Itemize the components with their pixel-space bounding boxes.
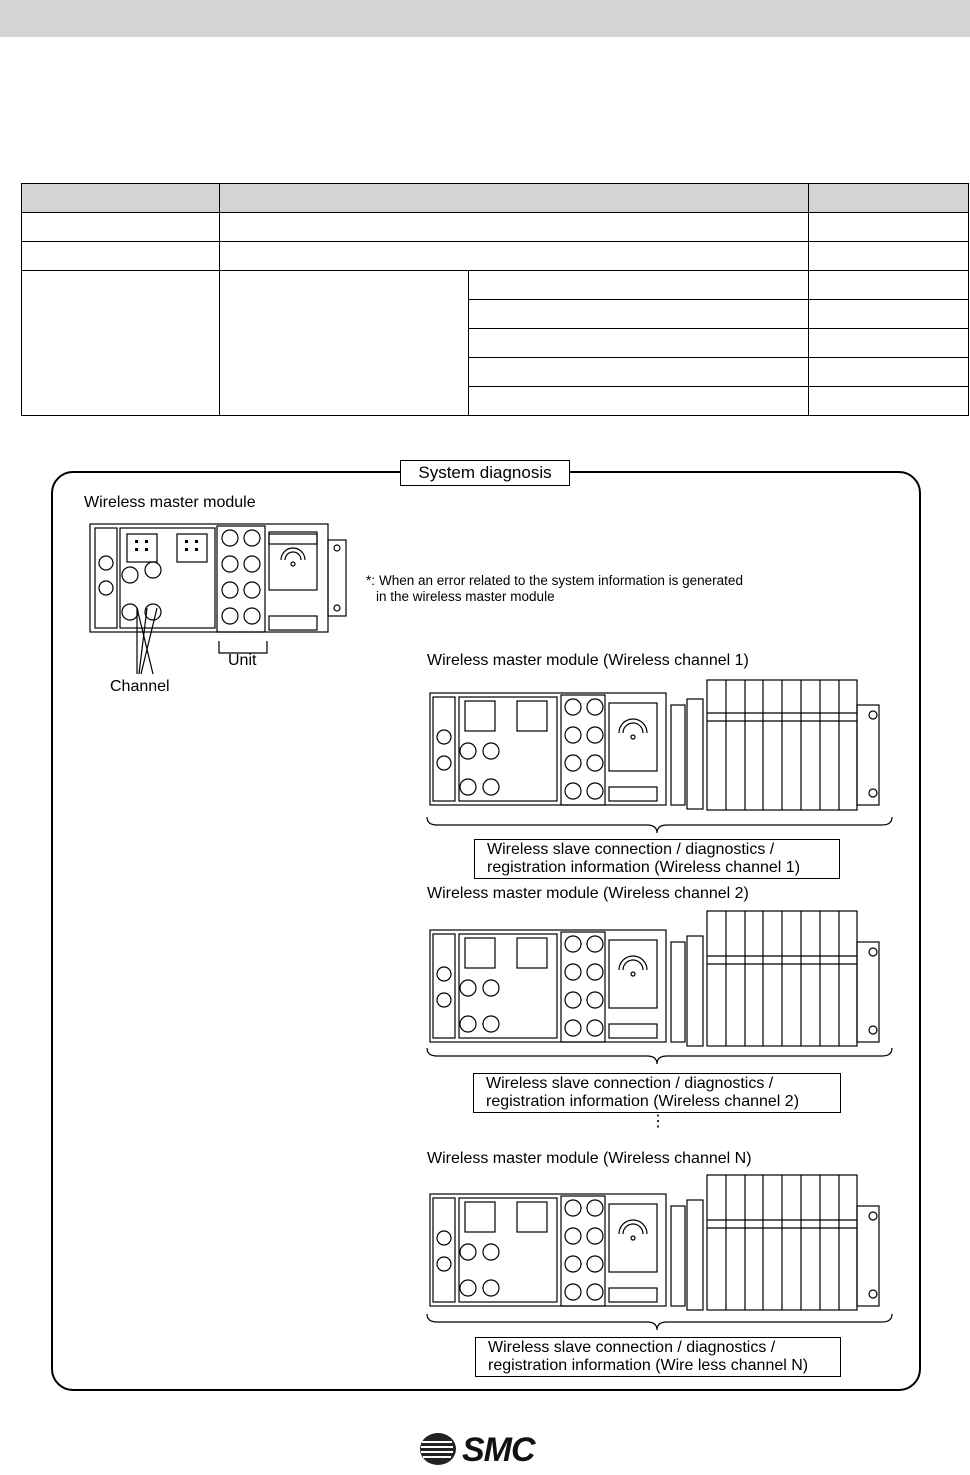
- channel-2-info-line-1: Wireless slave connection / diagnostics …: [486, 1075, 774, 1092]
- channel-2-info-line-2: registration information (Wireless chann…: [486, 1093, 800, 1110]
- unit-label: Unit: [228, 652, 257, 669]
- channel-1-info-line-2: registration information (Wireless chann…: [487, 859, 801, 876]
- note-star: *:: [366, 573, 376, 588]
- table-header-cell: [219, 183, 809, 213]
- table-header-cell: [21, 183, 220, 213]
- table-cell: [21, 270, 220, 416]
- table-row: [22, 386, 969, 416]
- channel-2-info-box: Wireless slave connection / diagnostics …: [473, 1073, 841, 1113]
- table-cell: [468, 270, 809, 300]
- channel-2-brace: [426, 1047, 893, 1065]
- channel-n-info-box: Wireless slave connection / diagnostics …: [475, 1337, 841, 1377]
- table-cell: [808, 241, 969, 271]
- channel-1-info-box: Wireless slave connection / diagnostics …: [474, 839, 840, 879]
- table-cell: [808, 357, 969, 387]
- channel-1-info-line-1: Wireless slave connection / diagnostics …: [487, 841, 775, 858]
- note-line-1: When an error related to the system info…: [379, 573, 743, 588]
- table-cell: [468, 357, 809, 387]
- channel-1-brace: [426, 816, 893, 834]
- table-cell: [808, 386, 969, 416]
- table-header-row: [21, 183, 969, 213]
- channel-n-title: Wireless master module (Wireless channel…: [427, 1150, 752, 1167]
- table-header-cell: [808, 183, 969, 213]
- table-cell: [808, 270, 969, 300]
- table-cell: [468, 386, 809, 416]
- table-cell: [468, 328, 809, 358]
- table-cell: [808, 328, 969, 358]
- table-cell: [21, 241, 220, 271]
- smc-logo-text: SMC: [462, 1431, 536, 1469]
- table-cell: [468, 299, 809, 329]
- valve-manifold-icon: [429, 910, 880, 1047]
- note-line-2: in the wireless master module: [376, 589, 555, 604]
- channel-n-info-line-2: registration information (Wire less chan…: [488, 1357, 809, 1374]
- channel-2-title: Wireless master module (Wireless channel…: [427, 885, 749, 902]
- channel-label: Channel: [110, 678, 170, 695]
- note-text: *:When an error related to the system in…: [366, 573, 743, 605]
- ellipsis-vertical: ⋮: [650, 1113, 666, 1130]
- table-cell: [808, 212, 969, 242]
- valve-manifold-icon: [429, 679, 880, 811]
- table-row: [21, 270, 969, 416]
- table-cell: [219, 270, 469, 416]
- channel-n-info-line-1: Wireless slave connection / diagnostics …: [488, 1339, 776, 1356]
- table-row: [21, 241, 969, 271]
- diagnostics-table: [21, 183, 969, 416]
- table-cell: [808, 299, 969, 329]
- top-header-bar: [0, 0, 970, 37]
- table-cell: [219, 241, 809, 271]
- frame-title: System diagnosis: [400, 460, 570, 486]
- wireless-master-module-icon: [89, 523, 347, 633]
- master-module-label: Wireless master module: [84, 494, 256, 511]
- table-cell: [219, 212, 809, 242]
- unit-channel-callouts: [136, 607, 268, 675]
- channel-1-title: Wireless master module (Wireless channel…: [427, 652, 749, 669]
- smc-logo-icon: [420, 1433, 456, 1465]
- channel-n-brace: [426, 1313, 893, 1331]
- valve-manifold-icon: [429, 1174, 880, 1311]
- table-cell: [21, 212, 220, 242]
- table-row: [21, 212, 969, 242]
